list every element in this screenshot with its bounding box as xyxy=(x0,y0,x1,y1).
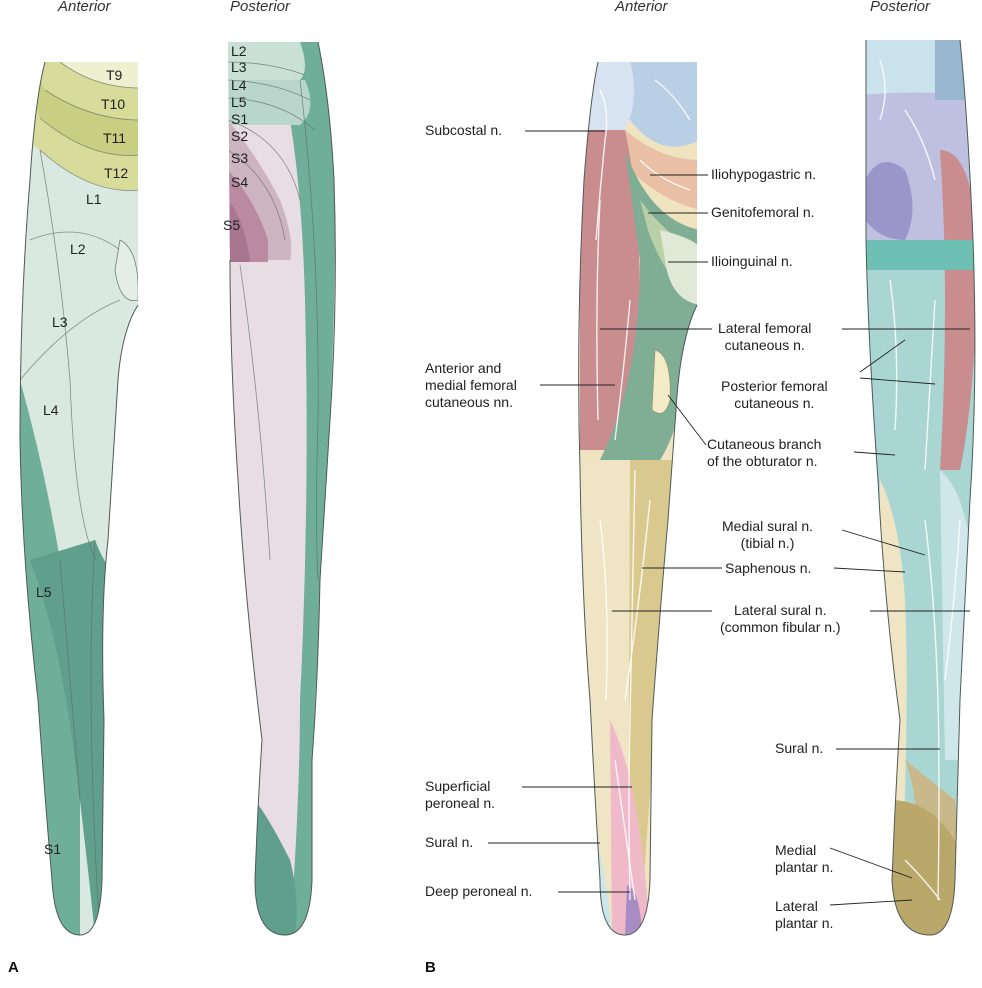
dermatome-label: L4 xyxy=(231,77,247,93)
label-saphenous-nerve: Saphenous n. xyxy=(725,560,812,576)
dermatome-label: T9 xyxy=(106,67,123,83)
dermatome-label: S1 xyxy=(231,111,249,127)
label-medial-plantar-nerve: Medial plantar n. xyxy=(775,842,834,875)
label-sural-nerve-anterior: Sural n. xyxy=(425,834,474,850)
dermatome-label: L2 xyxy=(70,241,86,257)
leg-outlines xyxy=(19,39,976,936)
dermatome-label: S3 xyxy=(231,150,249,166)
dermatome-label: L3 xyxy=(52,314,68,330)
dermatome-label: L5 xyxy=(36,584,52,600)
dermatome-label: T11 xyxy=(103,130,127,146)
dermatome-label: T12 xyxy=(104,165,129,181)
panel-b-anterior-heading: Anterior xyxy=(615,0,668,15)
label-lateral-sural-nerve: Lateral sural n. (common fibular n.) xyxy=(720,602,841,635)
dermatome-label: L4 xyxy=(43,402,59,418)
label-iliohypogastric-nerve: Iliohypogastric n. xyxy=(711,166,817,182)
label-sural-nerve-posterior: Sural n. xyxy=(775,740,824,756)
panel-b-letter: B xyxy=(425,959,436,976)
panel-b-posterior-heading: Posterior xyxy=(870,0,931,15)
dermatome-label: S1 xyxy=(44,841,62,857)
label-medial-sural-nerve: Medial sural n. (tibial n.) xyxy=(722,518,814,551)
dermatome-label: L5 xyxy=(231,94,247,110)
dermatome-label: S4 xyxy=(231,174,249,190)
label-superficial-peroneal-nerve: Superficial peroneal n. xyxy=(425,778,496,811)
panel-a-anterior-heading: Anterior xyxy=(58,0,111,15)
dermatome-label: L3 xyxy=(231,59,247,75)
dermatome-label: S5 xyxy=(223,217,241,233)
panel-a-letter: A xyxy=(8,959,19,976)
label-posterior-femoral-cutaneous-nerve: Posterior femoral cutaneous n. xyxy=(721,378,828,411)
label-subcostal-nerve: Subcostal n. xyxy=(425,122,503,138)
dermatome-label: S2 xyxy=(231,128,249,144)
label-ilioinguinal-nerve: Ilioinguinal n. xyxy=(711,253,793,269)
dermatome-label: T10 xyxy=(101,96,126,112)
dermatome-label: L1 xyxy=(86,191,102,207)
label-genitofemoral-nerve: Genitofemoral n. xyxy=(711,204,815,220)
dermatome-label: L2 xyxy=(231,43,247,59)
label-anterior-medial-femoral-cutaneous-nerves: Anterior and medial femoral cutaneous nn… xyxy=(425,360,517,410)
label-obturator-cutaneous-branch: Cutaneous branch of the obturator n. xyxy=(707,436,822,469)
label-deep-peroneal-nerve: Deep peroneal n. xyxy=(425,883,533,899)
panel-a-posterior-heading: Posterior xyxy=(230,0,291,15)
leader-lines xyxy=(488,130,970,906)
label-lateral-plantar-nerve: Lateral plantar n. xyxy=(775,898,834,931)
label-lateral-femoral-cutaneous-nerve: Lateral femoral cutaneous n. xyxy=(718,320,812,353)
